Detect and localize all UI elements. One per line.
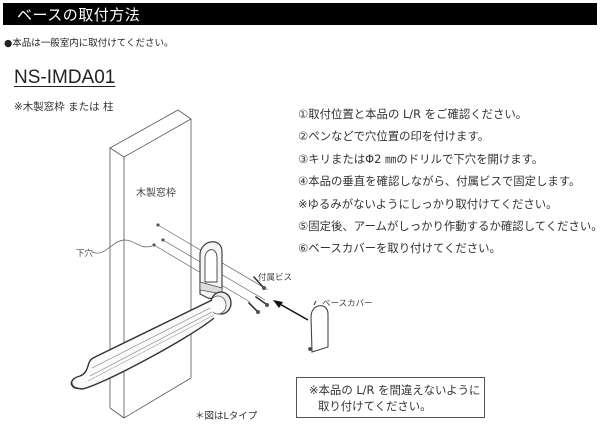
- pilot-hole-label: 下穴: [76, 249, 94, 259]
- frame-type-note: ※木製窓枠 または 柱: [14, 101, 114, 113]
- installation-steps: ①取付位置と本品の L/R をご確認ください。 ②ペンなどで穴位置の印を付けます…: [298, 103, 600, 260]
- pilot-hole-leader: [91, 239, 153, 254]
- lr-warning-box: ※本品の L/R を間違えないように 取り付けてください。: [296, 377, 485, 418]
- base-cover-label: ベースカバー: [322, 299, 373, 309]
- base-cover-illustration: [308, 300, 329, 353]
- arrow-icon: [273, 300, 309, 321]
- step-1: ①取付位置と本品の L/R をご確認ください。: [298, 107, 528, 121]
- step-2: ②ペンなどで穴位置の印を付けます。: [298, 129, 490, 144]
- pivot-knob: [209, 291, 232, 315]
- screws-label: 付属ビス: [258, 273, 293, 283]
- step-6: ⑥ベースカバーを取り付けてください。: [298, 241, 501, 256]
- section-title: ベースの取付方法: [17, 6, 141, 24]
- step-4: ④本品の垂直を確認しながら、付属ビスで固定します。: [298, 174, 581, 189]
- section-title-bar: ベースの取付方法: [3, 3, 597, 25]
- step-note-secure: ※ゆるみがないようにしっかり取付けてください。: [298, 196, 558, 211]
- warning-line-2: 取り付けてください。: [318, 399, 432, 413]
- screws: [248, 276, 267, 312]
- warning-line-1: ※本品の L/R を間違えないように: [309, 383, 481, 397]
- bracket-base: [199, 241, 223, 300]
- frame-label: 木製窓枠: [136, 188, 176, 199]
- drying-arm: [70, 299, 215, 390]
- step-5: ⑤固定後、アームがしっかり作動するか確認してください。: [298, 219, 600, 234]
- diagram-caption: ＊図はLタイプ: [195, 411, 258, 422]
- indoor-use-notice: ●本品は一般室内に取付けてください。: [4, 38, 174, 49]
- model-number: NS-IMDA01: [14, 67, 116, 88]
- step-3: ③キリまたはΦ2 ㎜のドリルで下穴を開けます。: [298, 151, 544, 166]
